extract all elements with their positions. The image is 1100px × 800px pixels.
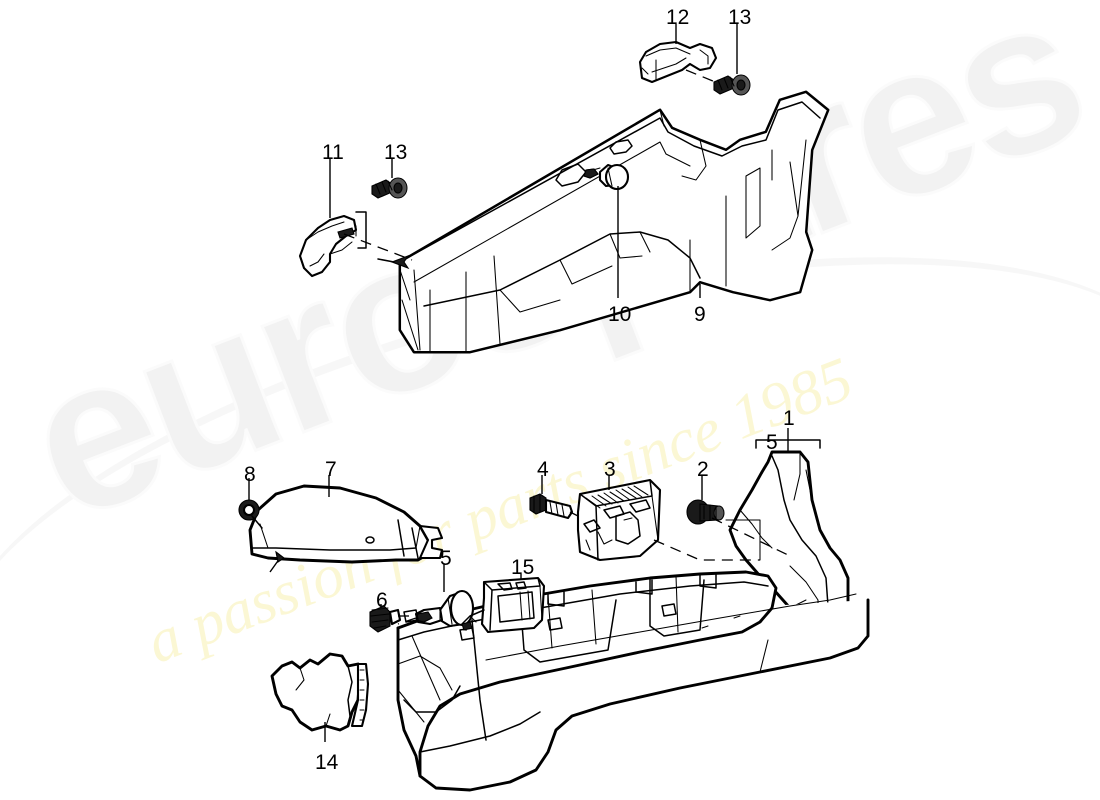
- callout-5-bracket: 5: [766, 431, 778, 454]
- leader-7-arrow: [275, 550, 285, 563]
- part-13-tapping-screw-left: [371, 177, 408, 199]
- part-4-hex-flange-screw: [529, 493, 574, 520]
- assembly-axis-2: [711, 517, 791, 557]
- callout-4: 4: [537, 458, 549, 481]
- part-8-grommet-clip: [238, 499, 263, 529]
- part-7-wheel-arch-cover: [248, 484, 444, 564]
- callout-3: 3: [604, 458, 616, 481]
- callout-6: 6: [376, 589, 388, 612]
- part-14-insulation-pad: [270, 652, 370, 732]
- callout-13-top: 13: [728, 6, 752, 29]
- callout-11: 11: [322, 141, 344, 164]
- clip-seat-6: [403, 609, 419, 623]
- part-2-round-head-bolt: [686, 499, 725, 525]
- callout-13-left: 13: [384, 141, 408, 164]
- callout-5: 5: [440, 547, 452, 570]
- callout-1: 1: [783, 407, 795, 430]
- part-1-rear-quarter-trim-panel-lower: [396, 450, 870, 792]
- part-9-side-trim-panel-upper: [398, 90, 830, 354]
- assembly-axis-3: [653, 539, 760, 561]
- assembly-axis-11: [343, 233, 413, 261]
- part-5-expanding-push-rivet: [414, 589, 475, 628]
- callout-15: 15: [511, 556, 535, 579]
- callout-8: 8: [244, 463, 256, 486]
- part-12-mounting-bracket-right: [638, 40, 718, 84]
- assembly-arrow-11: [377, 254, 410, 270]
- part-6-spring-retainer-clip: [369, 605, 402, 633]
- assembly-axis-4: [569, 511, 579, 517]
- part-11-mounting-bracket-left: [298, 214, 358, 278]
- bracket-1-5: [755, 439, 821, 449]
- callout-10: 10: [608, 303, 632, 326]
- callout-9: 9: [694, 303, 706, 326]
- assembly-axis-5: [397, 617, 417, 625]
- part-3-louvered-vent-grille: [576, 478, 662, 562]
- callout-7: 7: [325, 458, 337, 481]
- callout-2: 2: [697, 458, 709, 481]
- callout-14: 14: [315, 751, 339, 774]
- assembly-axis-3b: [725, 519, 761, 561]
- callout-12: 12: [666, 6, 690, 29]
- part-10-trim-push-button-fastener: [583, 163, 630, 191]
- part-15-luggage-compartment-lamp: [461, 576, 546, 634]
- bracket-11-guide: [355, 211, 367, 249]
- part-13-tapping-screw-top: [713, 74, 751, 96]
